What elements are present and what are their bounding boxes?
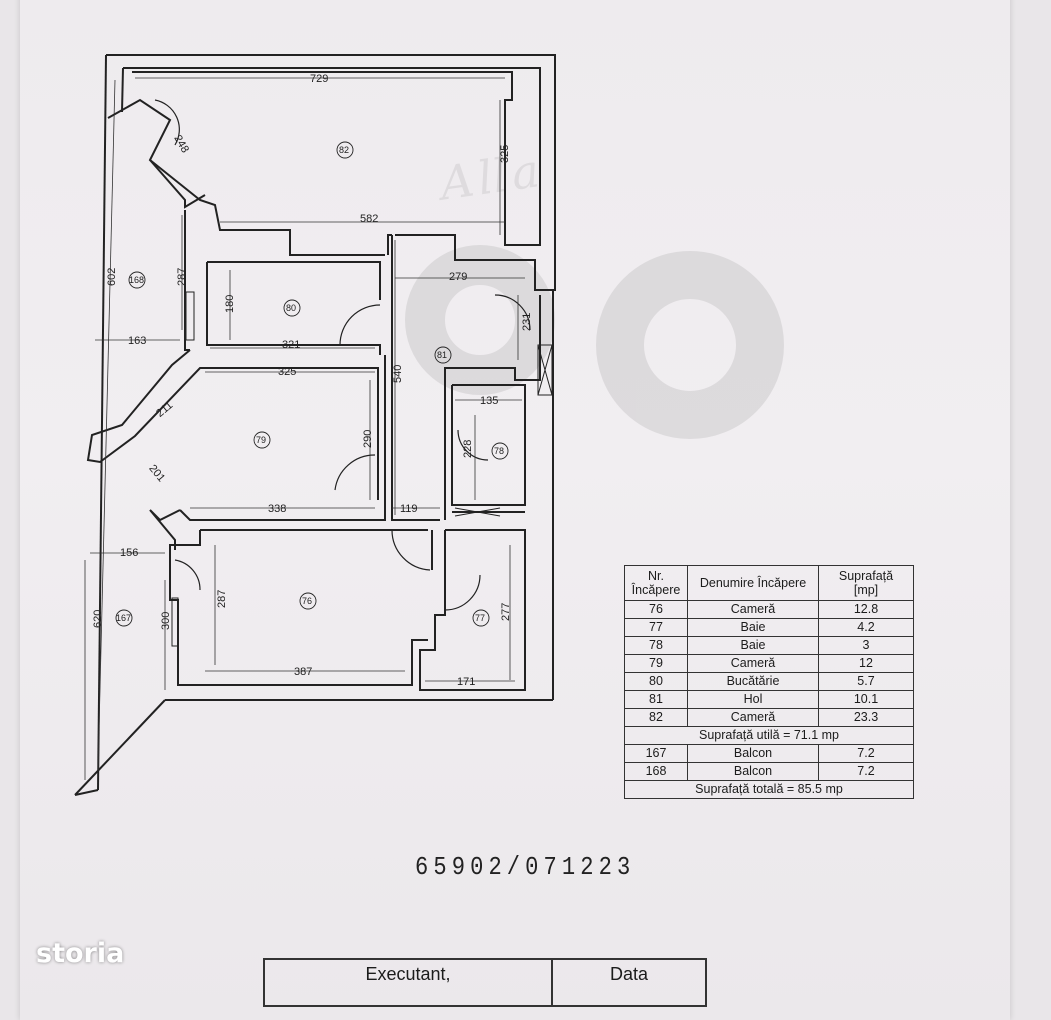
svg-text:77: 77: [475, 613, 485, 623]
dim-163: 163: [128, 335, 146, 347]
door-balcony-168: [154, 99, 180, 146]
dim-119: 119: [400, 503, 418, 515]
useful-area: Suprafață utilă = 71.1 mp: [624, 726, 914, 745]
dim-325-room79: 325: [278, 366, 296, 378]
total-area: Suprafață totală = 85.5 mp: [624, 780, 914, 799]
dimension-lines: [84, 77, 525, 780]
room-marker-79: [253, 431, 271, 449]
room-marker-168: [128, 271, 146, 289]
door-bath-78: [457, 429, 489, 461]
room-marker-76: [299, 592, 317, 610]
svg-text:78: 78: [494, 446, 504, 456]
dim-300: 300: [160, 612, 172, 630]
dim-277: 277: [500, 603, 512, 621]
dim-602: 602: [106, 268, 118, 286]
room-marker-77: [472, 609, 490, 627]
document-sheet: [20, 0, 1010, 1020]
svg-text:168: 168: [129, 275, 144, 285]
room-marker-81: [434, 346, 452, 364]
svg-text:80: 80: [286, 303, 296, 313]
dim-180: 180: [224, 295, 236, 313]
dim-540: 540: [392, 365, 404, 383]
dim-156: 156: [120, 547, 138, 559]
room-markers: [115, 141, 509, 627]
useful-area-row: Suprafață utilă = 71.1 mp: [624, 726, 914, 745]
dim-231: 231: [521, 313, 533, 331]
signature-table: Executant, Data: [263, 958, 707, 1007]
room-marker-80: [283, 299, 301, 317]
svg-text:167: 167: [116, 613, 131, 623]
svg-text:76: 76: [302, 596, 312, 606]
door-room-79: [334, 454, 376, 491]
dim-135: 135: [480, 395, 498, 407]
room-marker-167: [115, 609, 133, 627]
door-swings: [154, 99, 531, 611]
dim-387: 387: [294, 666, 312, 678]
header-name: Denumire Încăpere: [687, 565, 819, 601]
dim-290: 290: [362, 430, 374, 448]
watermark-logo: [405, 245, 784, 439]
room-area-table: Nr. Încăpere Denumire Încăpere Suprafață…: [624, 565, 914, 799]
dim-338: 338: [268, 503, 286, 515]
header-nr: Nr. Încăpere: [624, 565, 688, 601]
floor-plan: 729 325 582 248 279 231 602 287 180 163 …: [74, 54, 784, 796]
header-area: Suprafață [mp]: [818, 565, 914, 601]
dim-287-kitchen: 287: [176, 268, 188, 286]
walls: [74, 54, 556, 796]
svg-text:79: 79: [256, 435, 266, 445]
total-area-row: Suprafață totală = 85.5 mp: [624, 780, 914, 799]
dim-582: 582: [360, 213, 378, 225]
dim-325-top: 325: [499, 145, 511, 163]
door-kitchen: [339, 304, 381, 346]
door-bath-77: [444, 574, 481, 611]
dim-228: 228: [462, 440, 474, 458]
storia-logo: storia: [36, 938, 125, 969]
room-marker-78: [491, 442, 509, 460]
dim-287-room76: 287: [216, 590, 228, 608]
svg-text:81: 81: [437, 350, 447, 360]
table-header-row: Nr. Încăpere Denumire Încăpere Suprafață…: [624, 565, 914, 601]
door-room-82: [494, 294, 531, 331]
dim-321: 321: [282, 339, 300, 351]
svg-text:82: 82: [339, 145, 349, 155]
room-marker-labels: 82 168 80 81 79 78 76 167 77: [116, 145, 504, 623]
door-hall: [391, 529, 431, 571]
room-marker-82: [336, 141, 354, 159]
door-balcony-167: [174, 559, 201, 591]
document-number: 65902/071223: [415, 852, 636, 882]
windows: [171, 291, 553, 647]
dim-171: 171: [457, 676, 475, 688]
dim-729: 729: [310, 73, 328, 85]
dim-620: 620: [92, 610, 104, 628]
dim-248: 248: [171, 133, 191, 155]
dim-201: 201: [146, 463, 167, 485]
dim-211: 211: [154, 399, 175, 419]
dim-279: 279: [449, 271, 467, 283]
